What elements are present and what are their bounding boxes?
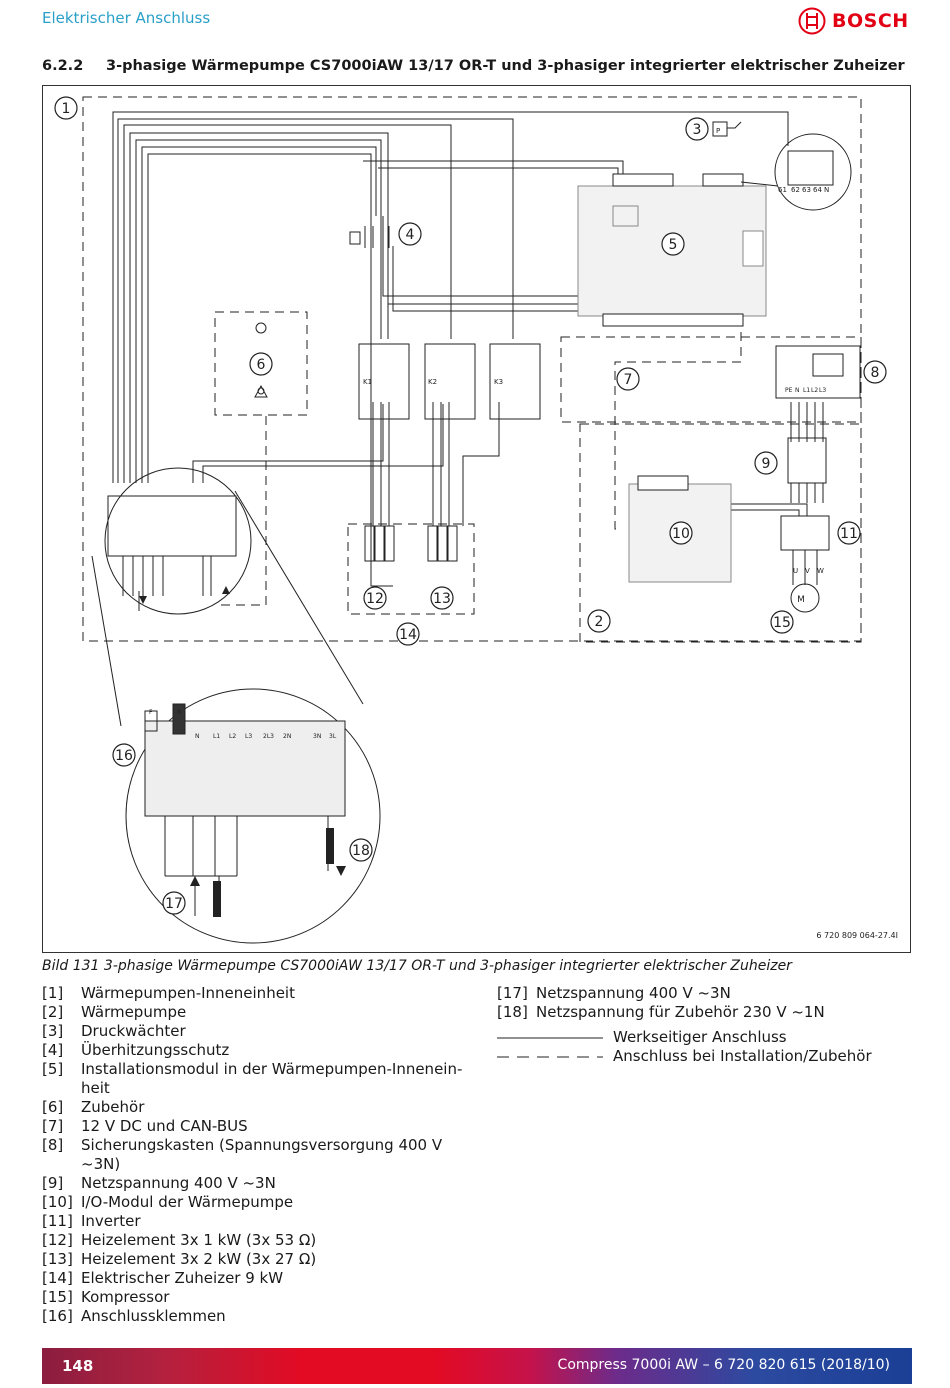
callout-3: 3 bbox=[693, 122, 702, 138]
callout-18: 18 bbox=[352, 843, 370, 859]
detail-terminal-n: N bbox=[824, 186, 829, 194]
fuse-l2-label: L2 bbox=[811, 387, 818, 394]
terminal-l1: L1 bbox=[213, 733, 220, 740]
contactor-k1-label: K1 bbox=[363, 378, 372, 386]
page-number: 148 bbox=[62, 1357, 94, 1375]
bosch-logo: BOSCH bbox=[798, 6, 909, 36]
terminal-2n: 2N bbox=[283, 733, 291, 740]
legend-item: [4]Überhitzungsschutz bbox=[42, 1041, 230, 1059]
callout-11: 11 bbox=[840, 526, 858, 542]
callout-2: 2 bbox=[595, 614, 604, 630]
figure-reference: 6 720 809 064-27.4I bbox=[816, 931, 898, 940]
callout-6: 6 bbox=[257, 357, 266, 373]
callout-8: 8 bbox=[871, 365, 880, 381]
legend-item: [17]Netzspannung 400 V ~3N bbox=[497, 984, 731, 1002]
brand-name: BOSCH bbox=[832, 10, 909, 32]
detail-terminal-61: 61 bbox=[778, 186, 787, 194]
legend-item: [13]Heizelement 3x 2 kW (3x 27 Ω) bbox=[42, 1250, 317, 1268]
inverter-v-label: V bbox=[805, 567, 810, 575]
callout-4: 4 bbox=[406, 227, 415, 243]
terminal-3n: 3N bbox=[313, 733, 321, 740]
inverter-w-label: W bbox=[817, 567, 824, 575]
component-labels: K1 K2 K3 P M U V W PE N L1 L2 L3 61 62 6… bbox=[149, 127, 829, 740]
indoor-unit-boundary bbox=[82, 96, 862, 643]
legend-right: [17]Netzspannung 400 V ~3N [18]Netzspann… bbox=[497, 984, 917, 1066]
dashed-line-sample bbox=[497, 1056, 603, 1057]
terminal-f: F bbox=[149, 709, 153, 716]
solid-line-sample bbox=[497, 1037, 603, 1038]
solid-line-label: Werkseitiger Anschluss bbox=[613, 1028, 787, 1046]
legend-item: [6]Zubehör bbox=[42, 1098, 145, 1116]
callout-10: 10 bbox=[672, 526, 690, 542]
contactor-k2-label: K2 bbox=[428, 378, 437, 386]
callout-9: 9 bbox=[762, 456, 771, 472]
legend-item: [14]Elektrischer Zuheizer 9 kW bbox=[42, 1269, 284, 1287]
callout-16: 16 bbox=[115, 748, 133, 764]
pressure-switch-label: P bbox=[716, 127, 720, 135]
legend-item: [3]Druckwächter bbox=[42, 1022, 186, 1040]
inverter-u-label: U bbox=[793, 567, 798, 575]
terminal-l2: L2 bbox=[229, 733, 236, 740]
legend-item: [7]12 V DC und CAN-BUS bbox=[42, 1117, 248, 1135]
bosch-armature-icon bbox=[798, 7, 826, 35]
legend-left: [1]Wärmepumpen-Inneneinheit [2]Wärmepump… bbox=[42, 984, 472, 1326]
callout-7: 7 bbox=[624, 372, 633, 388]
section-title: 3-phasige Wärmepumpe CS7000iAW 13/17 OR-… bbox=[106, 58, 905, 74]
callout-14: 14 bbox=[399, 627, 417, 643]
callout-5: 5 bbox=[669, 237, 678, 253]
legend-item: [16]Anschlussklemmen bbox=[42, 1307, 226, 1325]
dashed-line-legend: Anschluss bei Installation/Zubehör bbox=[497, 1047, 917, 1066]
detail-terminal-62: 62 bbox=[791, 186, 800, 194]
callout-12: 12 bbox=[366, 591, 384, 607]
terminal-1n: N bbox=[177, 709, 182, 716]
section-number: 6.2.2 bbox=[42, 58, 84, 74]
terminal-n: N bbox=[195, 733, 200, 740]
legend-item: [9]Netzspannung 400 V ~3N bbox=[42, 1174, 276, 1192]
terminal-3l: 3L bbox=[329, 733, 337, 740]
contactor-k3-label: K3 bbox=[494, 378, 503, 386]
legend-item: [2]Wärmepumpe bbox=[42, 1003, 187, 1021]
legend-item: [15]Kompressor bbox=[42, 1288, 170, 1306]
detail-terminal-64: 64 bbox=[813, 186, 822, 194]
callout-15: 15 bbox=[773, 615, 791, 631]
fuse-n-label: N bbox=[795, 387, 800, 394]
header-title: Elektrischer Anschluss bbox=[42, 9, 211, 27]
legend-item: [5]Installationsmodul in der Wärmepumpen… bbox=[42, 1060, 463, 1097]
callouts bbox=[54, 96, 887, 915]
detail-terminal-63: 63 bbox=[802, 186, 811, 194]
fuse-l1-label: L1 bbox=[803, 387, 810, 394]
legend-item: [8]Sicherungskasten (Spannungsversorgung… bbox=[42, 1136, 443, 1173]
callout-13: 13 bbox=[433, 591, 451, 607]
legend-item: [18]Netzspannung für Zubehör 230 V ~1N bbox=[497, 1003, 825, 1021]
callout-numbers: 1 2 3 4 5 6 7 8 9 10 11 12 13 14 15 16 1… bbox=[62, 101, 880, 912]
fuse-pe-label: PE bbox=[785, 387, 793, 394]
fuse-l3-label: L3 bbox=[819, 387, 826, 394]
callout-17: 17 bbox=[165, 896, 183, 912]
terminal-l3: L3 bbox=[245, 733, 252, 740]
motor-label: M bbox=[797, 595, 805, 605]
figure-caption: Bild 131 3-phasige Wärmepumpe CS7000iAW … bbox=[42, 958, 792, 974]
legend-item: [12]Heizelement 3x 1 kW (3x 53 Ω) bbox=[42, 1231, 317, 1249]
callout-1: 1 bbox=[62, 101, 71, 117]
dashed-line-label: Anschluss bei Installation/Zubehör bbox=[613, 1047, 872, 1065]
wiring-diagram-svg: 1 2 3 4 5 6 7 8 9 10 11 12 13 14 15 16 1… bbox=[54, 96, 898, 944]
terminal-2l3: 2L3 bbox=[263, 733, 274, 740]
footer-text: Compress 7000i AW – 6 720 820 615 (2018/… bbox=[557, 1357, 890, 1373]
footer-bar: 148 Compress 7000i AW – 6 720 820 615 (2… bbox=[42, 1348, 912, 1384]
section-heading: 6.2.2 3-phasige Wärmepumpe CS7000iAW 13/1… bbox=[42, 58, 905, 74]
legend-item: [11]Inverter bbox=[42, 1212, 141, 1230]
solid-line-legend: Werkseitiger Anschluss bbox=[497, 1028, 917, 1047]
caption-text: 3-phasige Wärmepumpe CS7000iAW 13/17 OR-… bbox=[103, 958, 792, 974]
caption-label: Bild 131 bbox=[42, 958, 100, 974]
legend-item: [1]Wärmepumpen-Inneneinheit bbox=[42, 984, 295, 1002]
legend-item: [10]I/O-Modul der Wärmepumpe bbox=[42, 1193, 294, 1211]
wiring-diagram: 1 2 3 4 5 6 7 8 9 10 11 12 13 14 15 16 1… bbox=[42, 85, 911, 953]
